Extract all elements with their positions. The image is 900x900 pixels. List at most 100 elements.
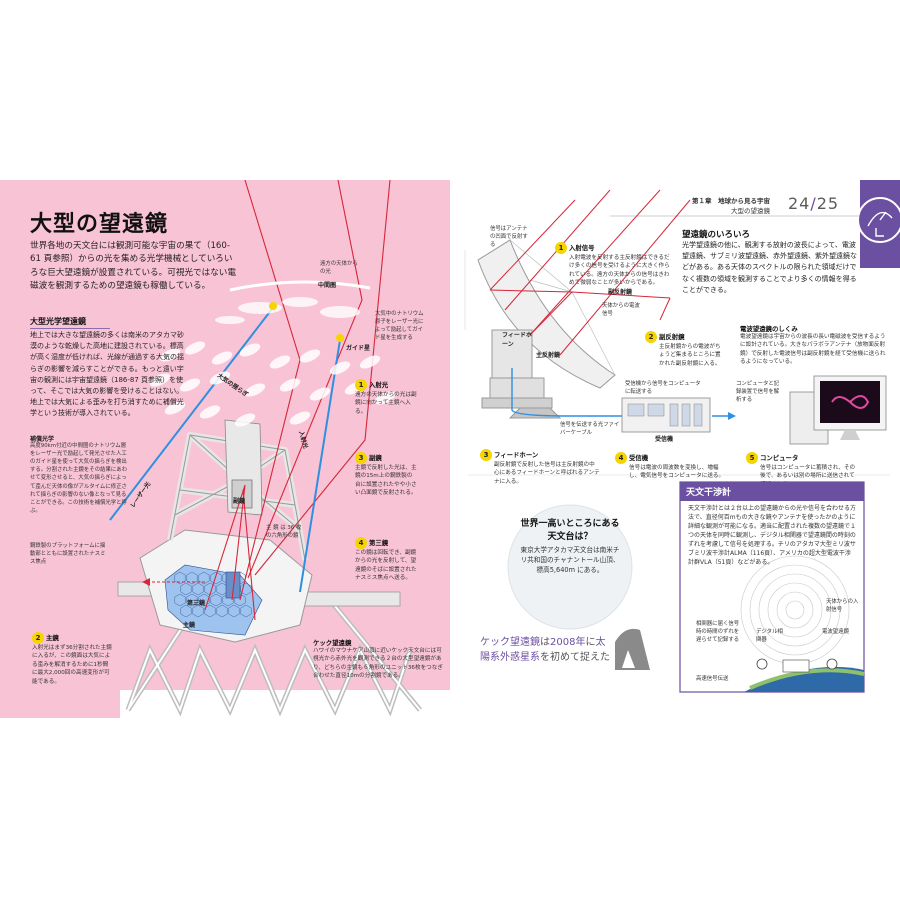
mechanism-title: 電波望遠鏡のしくみ [740, 325, 798, 333]
ao-title: 補償光学 [30, 436, 55, 443]
interf-antenna: 電波望遠鏡 [822, 629, 849, 635]
radio-step-5-title: コンピュータ [760, 454, 799, 462]
radio-step-3-title: フィードホーン [494, 451, 539, 459]
highest-body: 東京大学アタカマ天文台は南米チリ共和国のチャナントール山頂、標高5,640m に… [520, 546, 620, 574]
computer-note: コンピュータと記録装置で信号を解析する [736, 381, 780, 404]
radio-step-2-title: 副反射鏡 [659, 333, 685, 341]
radio-step-2-body: 主反射鏡からの電波がちょうど集まるところに置かれた副反射鏡に入る。 [659, 344, 721, 367]
antenna-note: 信号はアンテナの凹面で反射する [490, 226, 528, 249]
step-3-body: 主鏡で反射した光は、主鏡の15m上の鋼鉄製の台に設置されたやや小さい凸面鏡で反射… [355, 465, 417, 497]
step-2-body: 入射光はまず36分割された主鏡に入るが、この鏡面は大気による歪みを解消するために… [32, 645, 112, 685]
variety-body: 光学望遠鏡の他に、観測する放射の波長によって、電波望遠鏡、サブミリ波望遠鏡、赤外… [682, 241, 857, 294]
page-title: 大型の望遠鏡 [30, 212, 169, 237]
chapter-title: 第１章 地球から見る宇宙 [692, 197, 770, 205]
right-page: 第１章 地球から見る宇宙 大型の望遠鏡 24/25 信号はアンテナの凹面で反射す… [450, 180, 900, 718]
step-4-number: 4 [355, 537, 367, 549]
label-primary: 主鏡 [183, 622, 196, 629]
interferometer-title: 天文干渉計 [680, 482, 864, 501]
section-body: 地上では大きな望遠鏡の多くは南米のアタカマ砂漠のような乾燥した高地に建設されてい… [30, 331, 184, 418]
radio-step-1-body: 入射電波を反射する主反射鏡はできるだけ多くの信号を受けるように大きく作られている… [569, 255, 670, 287]
feed-horn-label: フィードホーン [502, 332, 532, 348]
radio-step-3-body: 副反射鏡で反射した信号は主反射鏡の中心にあるフィードホーンと呼ばれるアンテナに入… [494, 462, 600, 485]
radio-step-3-number: 3 [480, 449, 492, 461]
receiver-label: 受信機 [655, 436, 674, 443]
keck-fact-1: ケック望遠鏡 [480, 637, 540, 648]
main-reflector-label: 主反射鏡 [536, 352, 561, 359]
left-page: 大型の望遠鏡 世界各地の天文台には観測可能な宇宙の果て（160-61 頁参照）か… [0, 180, 450, 718]
chapter-subtitle: 大型の望遠鏡 [731, 207, 770, 215]
keck-fact-5: 太陽系外惑星系 [480, 637, 606, 663]
label-hex-note: 主 鏡 は 36 枚の六角形の鏡 [266, 525, 302, 540]
keck-fact-2: は [540, 637, 550, 648]
step-4-title: 第三鏡 [369, 539, 389, 547]
page-number-left: 24 [788, 194, 811, 213]
highest-title: 世界一高いところにある天文台は？ [520, 519, 620, 542]
radio-step-4-title: 受信機 [629, 454, 649, 462]
radio-step-4-body: 信号は電波の周波数を変換し、増幅し、電気信号をコンピュータに送る。 [629, 465, 725, 480]
lead-paragraph: 世界各地の天文台には観測可能な宇宙の果て（160-61 頁参照）からの光を集める… [30, 241, 236, 291]
signal-note: 天体からの電波信号 [602, 303, 640, 318]
ao-body: 高度90km付近の中間圏のナトリウム層をレーザー光で励起して発光させた人工のガイ… [30, 443, 128, 514]
mechanism-body: 電波望遠鏡は宇宙からの波長の長い電磁波を受信するように設計されている。大きなパラ… [740, 334, 886, 366]
cable-note: 信号を伝送する光ファイバーケーブル [560, 422, 620, 437]
label-sodium-note: 大気中のナトリウム原子をレーザー光によって励起してガイド星を生成する [375, 311, 424, 342]
subreflector-label: 副反射鏡 [608, 289, 633, 296]
label-mesosphere: 中間圏 [318, 282, 337, 289]
keck-note: ケック望遠鏡 ハワイのマウナケア山頂に近いケック天文台には可視光から赤外光を観測… [313, 638, 443, 681]
radio-step-2-number: 2 [645, 331, 657, 343]
guide-star-icon [269, 302, 277, 310]
radio-step-4-number: 4 [615, 452, 627, 464]
dish-icon [867, 211, 893, 237]
label-secondary: 副鏡 [233, 498, 246, 505]
variety-section: 望遠鏡のいろいろ 光学望遠鏡の他に、観測する放射の波長によって、電波望遠鏡、サブ… [682, 228, 857, 296]
step-4-body: この鏡は回転でき、副鏡からの光を反射して、望遠鏡のそばに設置されたナスミス焦点へ… [355, 550, 417, 582]
step-1-body: 遠方の天体からの光は副鏡に向かって主鏡へ入る。 [355, 392, 417, 415]
keck-fact: ケック望遠鏡は2008年に太陽系外惑星系を初めて捉えた [480, 635, 615, 665]
variety-title: 望遠鏡のいろいろ [682, 230, 751, 240]
highest-observatory: 世界一高いところにある天文台は？ 東京大学アタカマ天文台は南米チリ共和国のチャナ… [518, 516, 622, 576]
chapter-label: 第１章 地球から見る宇宙 大型の望遠鏡 [650, 195, 770, 215]
step-2-title: 主鏡 [46, 634, 59, 642]
page-number-right: 25 [816, 194, 840, 213]
keck-fact-4: に [585, 637, 596, 648]
radio-telescope-illustration [464, 180, 900, 693]
step-2-number: 2 [32, 632, 44, 644]
interferometer-body: 天文干渉計とは２台以上の望遠鏡からの光や信号を合わせる方法で、直径何百mもの大き… [688, 505, 857, 566]
label-starlight: 遠方の天体からの光 [320, 261, 358, 276]
keck-dome-icon [615, 628, 650, 670]
radio-step-5-number: 5 [746, 452, 758, 464]
section-title: 大型光学望遠鏡 [30, 316, 110, 329]
step-1-title: 入射光 [369, 381, 389, 389]
keck-fact-3: 2008年 [550, 637, 586, 648]
page-numbers: 24/25 [788, 194, 839, 213]
label-tertiary: 第三鏡 [187, 600, 206, 607]
receiver-note: 受信機から信号をコンピュータに転送する [625, 381, 701, 396]
interf-source: 天体からの入射信号 [826, 599, 859, 614]
telescope-illustration [109, 180, 450, 718]
label-guide-star: ガイド星 [346, 345, 371, 352]
radio-step-1-title: 入射信号 [569, 244, 595, 252]
step-3-number: 3 [355, 452, 367, 464]
highest-observatory-circle [507, 504, 633, 630]
radio-step-1-number: 1 [555, 242, 567, 254]
interf-correlator: デジタル相関器 [756, 629, 783, 644]
keck-fact-6: を初めて捉えた [540, 652, 610, 663]
keck-title: ケック望遠鏡 [313, 639, 352, 647]
interf-delay: 相関器に届く信号時の時間のずれを遅らせて記録する [696, 621, 740, 644]
step-1-number: 1 [355, 379, 367, 391]
step-3-title: 副鏡 [369, 454, 382, 462]
platform-note: 鋼鉄製のプラットフォームに揺動部とともに設置されたナスミス焦点 [30, 543, 106, 566]
keck-body: ハワイのマウナケア山頂に近いケック天文台には可視光から赤外光を観測できる２台の大… [313, 648, 443, 680]
interf-transmit: 高速信号伝送 [696, 676, 729, 682]
radio-dish [477, 239, 616, 419]
mechanism-section: 電波望遠鏡のしくみ 電波望遠鏡は宇宙からの波長の長い電磁波を受信するように設計さ… [740, 324, 890, 367]
page-number-sep: / [810, 194, 817, 213]
